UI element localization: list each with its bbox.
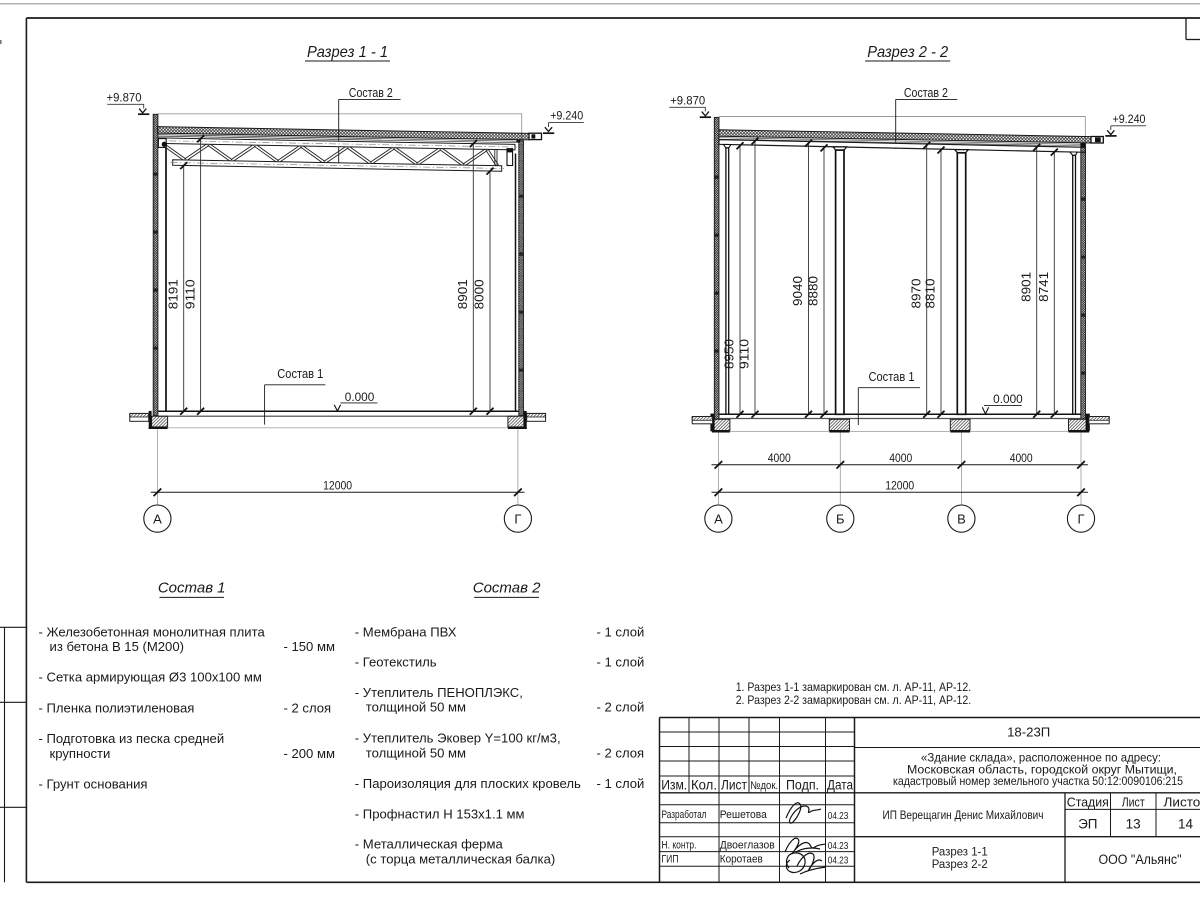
svg-text:ЭП: ЭП (1078, 817, 1097, 832)
svg-text:- 2 слоя: - 2 слоя (284, 700, 332, 715)
svg-text:- Утеплитель Эковер Y=100 кг/м: - Утеплитель Эковер Y=100 кг/м3, (355, 731, 561, 746)
svg-text:Разрез 2-2: Разрез 2-2 (932, 857, 988, 871)
svg-text:Разработал: Разработал (662, 809, 707, 821)
svg-text:ИП Верещагин Денис Михайлович: ИП Верещагин Денис Михайлович (883, 808, 1044, 822)
svg-text:- Подготовка из песка средней: - Подготовка из песка средней (39, 731, 225, 746)
svg-text:Состав 1: Состав 1 (158, 580, 226, 597)
svg-text:Стадия: Стадия (1067, 795, 1109, 810)
svg-text:8000: 8000 (472, 279, 487, 309)
svg-text:8880: 8880 (806, 276, 821, 306)
svg-text:Взам. инв. №: Взам. инв. № (0, 632, 1, 697)
svg-text:«Здание склада», расположенное: «Здание склада», расположенное по адресу… (921, 750, 1161, 764)
svg-text:- 200 мм: - 200 мм (284, 746, 336, 761)
svg-text:14: 14 (1178, 817, 1194, 832)
svg-text:Двоеглазов: Двоеглазов (720, 839, 775, 851)
svg-text:Кол.: Кол. (691, 777, 717, 792)
svg-text:- 150 мм: - 150 мм (284, 639, 336, 654)
svg-text:Подп.: Подп. (786, 777, 819, 792)
svg-text:8901: 8901 (455, 279, 470, 309)
svg-text:кадастровый номер земельного у: кадастровый номер земельного участка 50:… (893, 774, 1183, 788)
svg-text:- Профнастил Н 153х1.1 мм: - Профнастил Н 153х1.1 мм (355, 806, 525, 821)
svg-text:А: А (714, 511, 723, 526)
svg-text:8810: 8810 (923, 279, 938, 309)
svg-text:13: 13 (1126, 817, 1141, 832)
svg-text:2. Разрез 2-2 замаркирован см.: 2. Разрез 2-2 замаркирован см. л. АР-11,… (736, 693, 972, 707)
svg-text:4000: 4000 (768, 451, 791, 465)
svg-text:(с торца металлическая балка): (с торца металлическая балка) (366, 852, 555, 867)
svg-text:- 1 слой: - 1 слой (597, 655, 645, 670)
svg-text:Коротаев: Коротаев (720, 854, 763, 866)
svg-text:- 1 слой: - 1 слой (597, 624, 645, 639)
svg-text:- Утеплитель ПЕНОПЛЭКС,: - Утеплитель ПЕНОПЛЭКС, (355, 685, 523, 700)
svg-text:Состав 2: Состав 2 (473, 580, 541, 597)
svg-text:Решетова: Решетова (720, 809, 768, 821)
svg-text:8901: 8901 (1018, 272, 1033, 302)
svg-text:12000: 12000 (885, 479, 914, 493)
svg-text:- Геотекстиль: - Геотекстиль (355, 655, 437, 670)
svg-text:8970: 8970 (908, 279, 923, 309)
svg-text:Разрез 1-1: Разрез 1-1 (932, 844, 988, 858)
svg-text:- Мембрана ПВХ: - Мембрана ПВХ (355, 624, 457, 639)
svg-text:- Грунт основания: - Грунт основания (39, 777, 148, 792)
svg-text:Б: Б (836, 511, 845, 526)
svg-text:Лист: Лист (721, 777, 747, 792)
svg-text:Инв. № подл.: Инв. № подл. (0, 812, 1, 877)
svg-text:- Сетка армирующая Ø3 100х100: - Сетка армирующая Ø3 100х100 мм (39, 670, 262, 685)
svg-text:- 2 слой: - 2 слой (597, 700, 645, 715)
svg-text:из бетона В 15 (М200): из бетона В 15 (М200) (50, 639, 185, 654)
svg-text:0.000: 0.000 (345, 392, 375, 404)
svg-text:крупности: крупности (50, 746, 111, 761)
svg-text:04.23: 04.23 (828, 855, 849, 867)
svg-text:8741: 8741 (1036, 272, 1051, 302)
svg-text:18-23П: 18-23П (1007, 725, 1050, 740)
svg-text:- Железобетонная монолитная п: - Железобетонная монолитная плита (39, 624, 266, 639)
svg-text:толщиной 50 мм: толщиной 50 мм (366, 700, 466, 715)
svg-text:04.23: 04.23 (828, 810, 849, 822)
svg-text:Изм.: Изм. (661, 777, 687, 792)
svg-text:Разрез 2 - 2: Разрез 2 - 2 (867, 44, 948, 61)
svg-text:Состав 1: Состав 1 (869, 370, 915, 384)
svg-text:0.000: 0.000 (993, 394, 1023, 406)
svg-text:Лист: Лист (1122, 795, 1145, 810)
svg-text:Московская область, городской: Московская область, городской округ Мыти… (907, 762, 1177, 776)
svg-text:1. Разрез 1-1 замаркирован см.: 1. Разрез 1-1 замаркирован см. л. АР-11,… (736, 680, 972, 694)
svg-text:Дата: Дата (827, 777, 853, 792)
svg-text:4000: 4000 (1010, 451, 1033, 465)
svg-text:12000: 12000 (323, 479, 352, 493)
svg-text:Разрез 1 - 1: Разрез 1 - 1 (307, 44, 388, 61)
svg-text:№док.: №док. (750, 780, 778, 792)
svg-text:8950: 8950 (722, 339, 737, 369)
svg-text:- Пароизоляция для плоских кро: - Пароизоляция для плоских кровель (355, 776, 581, 791)
svg-text:Листов: Листов (1164, 795, 1200, 810)
svg-text:Состав 2: Состав 2 (349, 86, 393, 100)
svg-text:8191: 8191 (165, 279, 180, 309)
svg-text:ГИП: ГИП (662, 854, 679, 866)
svg-text:ООО "Альянс": ООО "Альянс" (1099, 852, 1182, 867)
svg-text:9110: 9110 (182, 279, 197, 309)
svg-text:В: В (957, 511, 966, 526)
svg-text:+9.870: +9.870 (670, 95, 705, 107)
svg-text:9040: 9040 (790, 276, 805, 306)
svg-text:Г: Г (1077, 511, 1084, 526)
svg-text:Подп. и дата: Подп. и дата (0, 723, 1, 785)
svg-text:4000: 4000 (889, 451, 912, 465)
svg-text:+9.870: +9.870 (107, 92, 142, 104)
svg-text:9110: 9110 (737, 339, 752, 369)
svg-text:Н. контр.: Н. контр. (662, 839, 697, 851)
svg-text:А: А (153, 511, 162, 526)
svg-text:- 2 слоя: - 2 слоя (597, 745, 645, 760)
svg-text:Состав 1: Состав 1 (277, 367, 323, 381)
svg-text:толщиной 50 мм: толщиной 50 мм (366, 745, 466, 760)
svg-text:04.23: 04.23 (828, 840, 849, 852)
svg-text:- Пленка полиэтиленовая: - Пленка полиэтиленовая (39, 700, 195, 715)
svg-text:Состав 2: Состав 2 (904, 86, 948, 100)
svg-text:+9.240: +9.240 (550, 111, 583, 123)
svg-text:- Металлическая ферма: - Металлическая ферма (355, 837, 504, 852)
svg-text:+9.240: +9.240 (1113, 114, 1146, 126)
svg-text:- 1 слой: - 1 слой (597, 776, 645, 791)
svg-text:Г: Г (514, 511, 521, 526)
